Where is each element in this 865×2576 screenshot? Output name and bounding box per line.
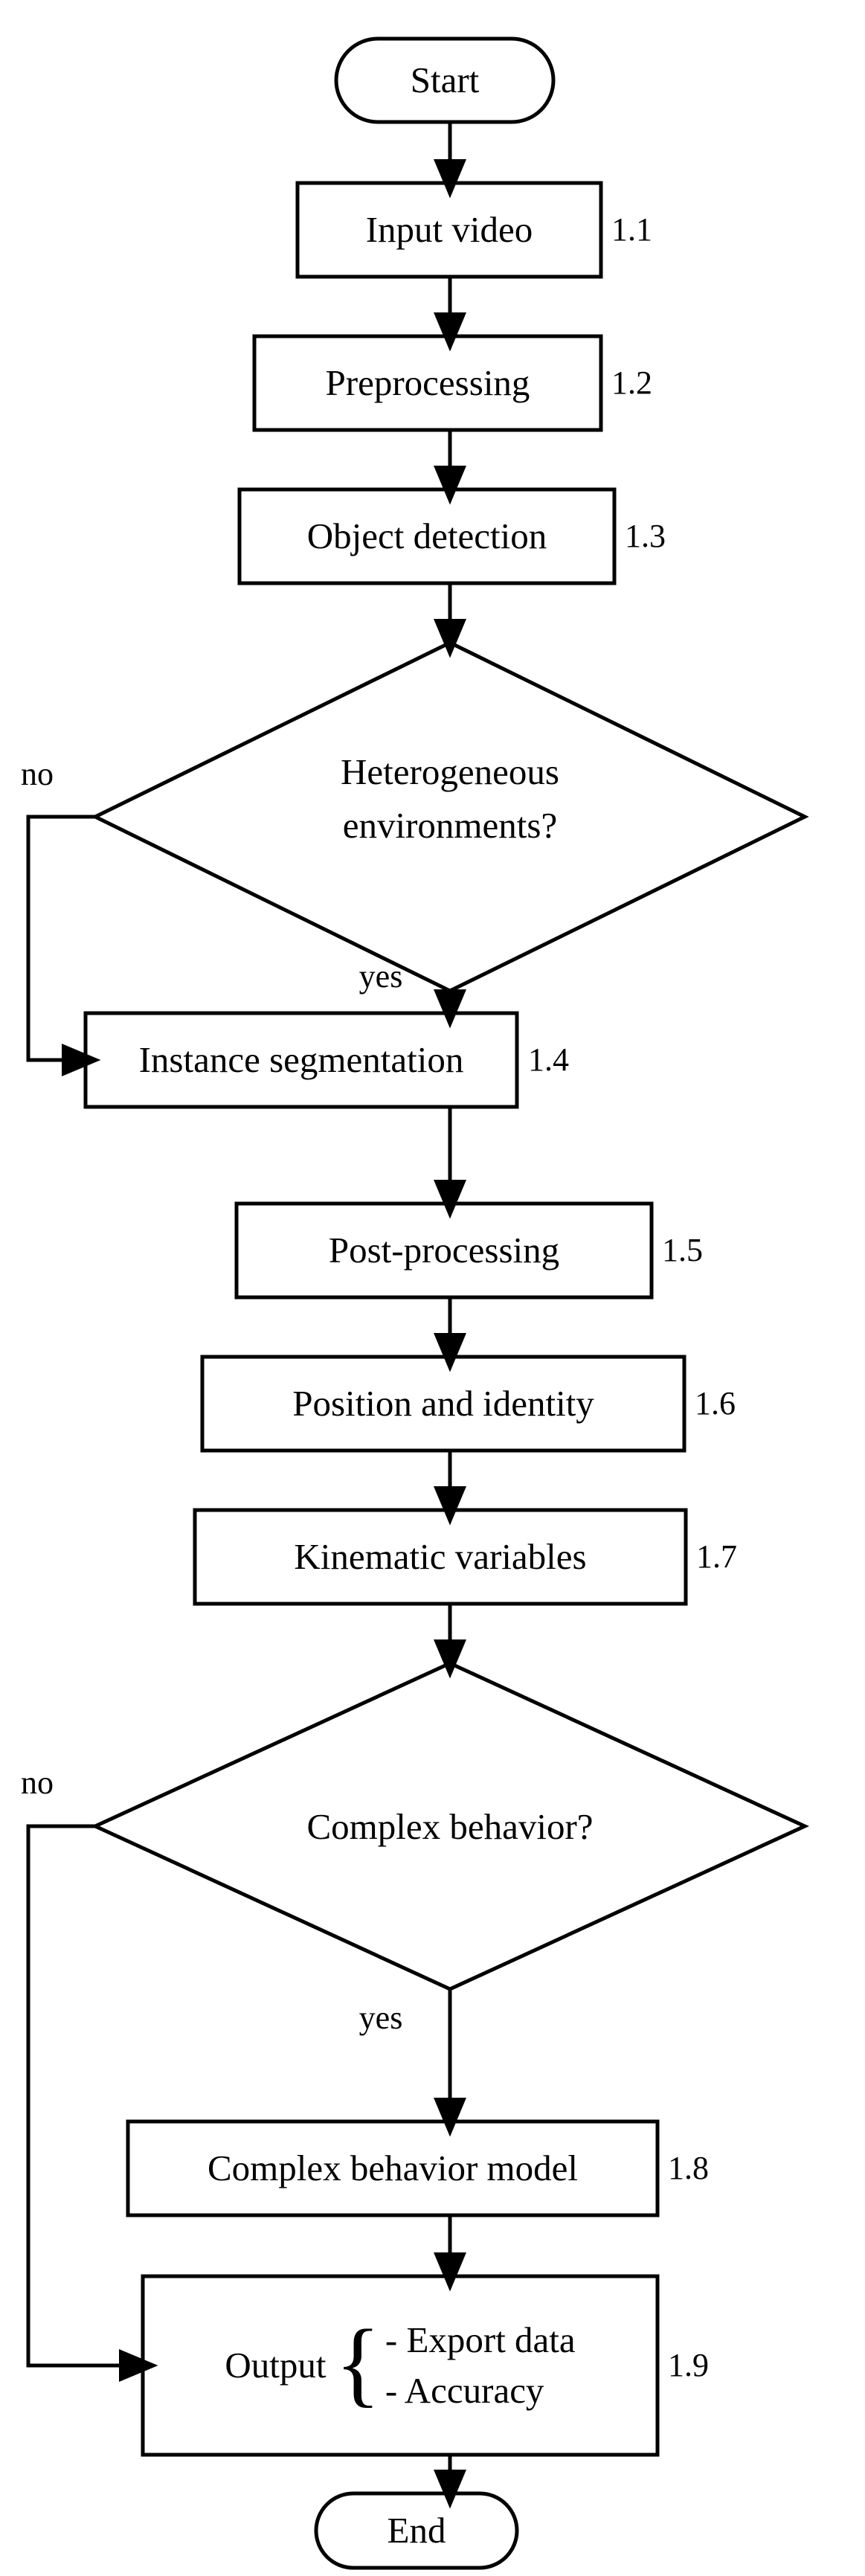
decision-diamond-1 bbox=[91, 640, 809, 993]
process-box-1-9 bbox=[141, 2274, 660, 2457]
process-box-1-2 bbox=[252, 334, 603, 432]
process-box-1-7 bbox=[193, 1508, 688, 1606]
process-box-1-8 bbox=[126, 2119, 660, 2217]
decision-diamond-2 bbox=[91, 1661, 809, 1991]
process-box-1-6 bbox=[200, 1355, 686, 1453]
start-terminal-shape bbox=[334, 36, 556, 124]
process-box-1-4 bbox=[83, 1011, 519, 1109]
connector-decision-1-no-bypass bbox=[26, 815, 101, 1076]
process-box-1-5 bbox=[234, 1201, 654, 1300]
process-box-1-1 bbox=[295, 181, 603, 279]
end-terminal-shape bbox=[314, 2491, 519, 2570]
connector-decision-2-no-bypass bbox=[26, 1824, 158, 2382]
process-box-1-3 bbox=[237, 487, 617, 585]
